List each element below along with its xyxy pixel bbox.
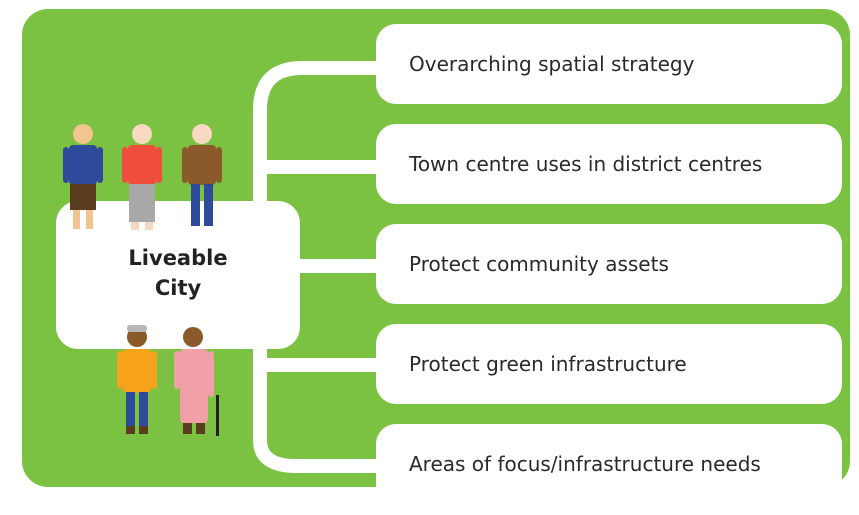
elderly-woman-with-cane-icon [174, 327, 219, 436]
person-blue-icon [63, 124, 103, 229]
item-areas-of-focus: Areas of focus/infrastructure needs [376, 424, 842, 504]
item-protect-community-assets: Protect community assets [376, 224, 842, 304]
item-overarching-spatial-strategy: Overarching spatial strategy [376, 24, 842, 104]
item-town-centre-uses: Town centre uses in district centres [376, 124, 842, 204]
liveable-city-hub [56, 201, 300, 349]
person-brown-icon [182, 124, 222, 226]
hub-label: Liveable City [128, 246, 228, 300]
elderly-man-icon [117, 325, 157, 434]
item-protect-green-infrastructure: Protect green infrastructure [376, 324, 842, 404]
person-red-icon [122, 124, 162, 230]
